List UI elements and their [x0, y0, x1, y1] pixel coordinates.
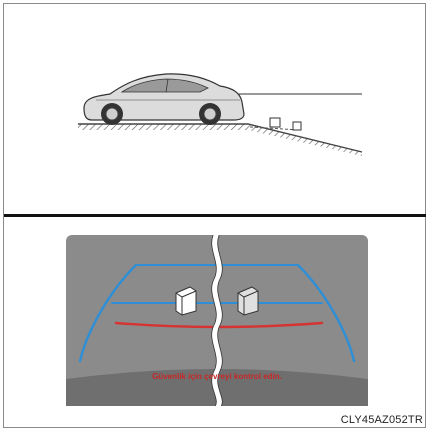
- ground: [78, 124, 362, 156]
- obstacle-box-near: [270, 118, 280, 127]
- safety-warning-text: Güvenlik için çevreyi kontrol edin.: [66, 372, 368, 381]
- obstacle-cube-right: [238, 287, 258, 315]
- obstacle-box-far: [293, 122, 301, 130]
- obstacle-cube-left: [176, 287, 196, 315]
- section-divider: [4, 214, 426, 217]
- car-side-scene: [0, 0, 431, 214]
- car-icon: [84, 74, 244, 125]
- figure-code: CLY45AZ052TR: [341, 414, 423, 426]
